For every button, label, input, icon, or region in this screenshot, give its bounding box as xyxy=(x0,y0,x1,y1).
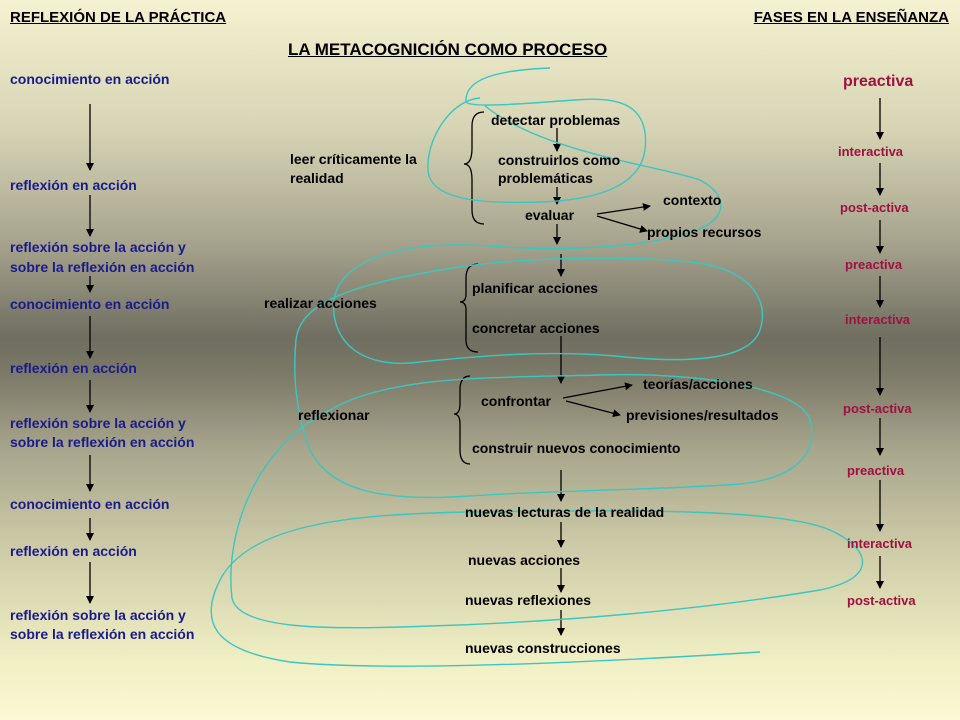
left-item: reflexión sobre la acción y xyxy=(10,607,186,623)
spiral-curve xyxy=(210,67,864,667)
middle-arrow xyxy=(596,203,651,215)
teorias-label: teorías/acciones xyxy=(643,376,753,392)
contexto-label: contexto xyxy=(663,192,722,208)
left-item: sobre la reflexión en acción xyxy=(10,434,195,450)
left-item: conocimiento en acción xyxy=(10,296,170,312)
header-left: REFLEXIÓN DE LA PRÁCTICA xyxy=(10,9,227,26)
evaluar-label: evaluar xyxy=(525,207,575,223)
leer-label: realidad xyxy=(290,170,344,186)
propios-recursos-label: propios recursos xyxy=(647,224,762,240)
left-item: conocimiento en acción xyxy=(10,71,170,87)
right-item: post-activa xyxy=(840,200,909,215)
right-item: interactiva xyxy=(845,312,911,327)
construirlos-label: construirlos como xyxy=(498,152,621,168)
right-item: post-activa xyxy=(843,401,912,416)
left-item: reflexión sobre la acción y xyxy=(10,239,186,255)
right-item: interactiva xyxy=(838,144,904,159)
nuevas-construcciones-label: nuevas construcciones xyxy=(465,640,621,656)
construir-label: construir nuevos conocimiento xyxy=(472,440,681,456)
detectar-label: detectar problemas xyxy=(491,112,621,128)
right-item: interactiva xyxy=(847,536,913,551)
leer-label: leer críticamente la xyxy=(290,151,417,167)
realizar-label: realizar acciones xyxy=(264,295,377,311)
bracket-leer xyxy=(463,111,485,225)
nuevas-acciones-label: nuevas acciones xyxy=(468,552,581,568)
reflexionar-label: reflexionar xyxy=(298,407,370,423)
left-item: conocimiento en acción xyxy=(10,496,170,512)
right-item: post-activa xyxy=(847,593,916,608)
header-right: FASES EN LA ENSEÑANZA xyxy=(753,9,949,26)
right-item: preactiva xyxy=(845,257,903,272)
bracket-realizar xyxy=(459,263,479,353)
planificar-label: planificar acciones xyxy=(472,280,599,296)
middle-arrow xyxy=(596,215,648,233)
previsiones-label: previsiones/resultados xyxy=(626,407,779,423)
left-item: sobre la reflexión en acción xyxy=(10,626,195,642)
left-item: reflexión sobre la acción y xyxy=(10,415,186,431)
left-item: reflexión en acción xyxy=(10,543,137,559)
left-item: reflexión en acción xyxy=(10,177,137,193)
nuevas-lecturas-label: nuevas lecturas de la realidad xyxy=(465,504,665,520)
left-item: reflexión en acción xyxy=(10,360,137,376)
bracket-reflexionar xyxy=(453,375,471,465)
middle-arrow xyxy=(562,382,633,399)
concretar-label: concretar acciones xyxy=(472,320,600,336)
right-item: preactiva xyxy=(847,463,905,478)
page-title: LA METACOGNICIÓN COMO PROCESO xyxy=(288,40,608,59)
middle-arrow xyxy=(565,400,621,418)
confrontar-label: confrontar xyxy=(481,393,551,409)
right-item: preactiva xyxy=(843,73,914,90)
left-item: sobre la reflexión en acción xyxy=(10,259,195,275)
construirlos-label: problemáticas xyxy=(498,170,593,186)
nuevas-reflexiones-label: nuevas reflexiones xyxy=(465,592,592,608)
